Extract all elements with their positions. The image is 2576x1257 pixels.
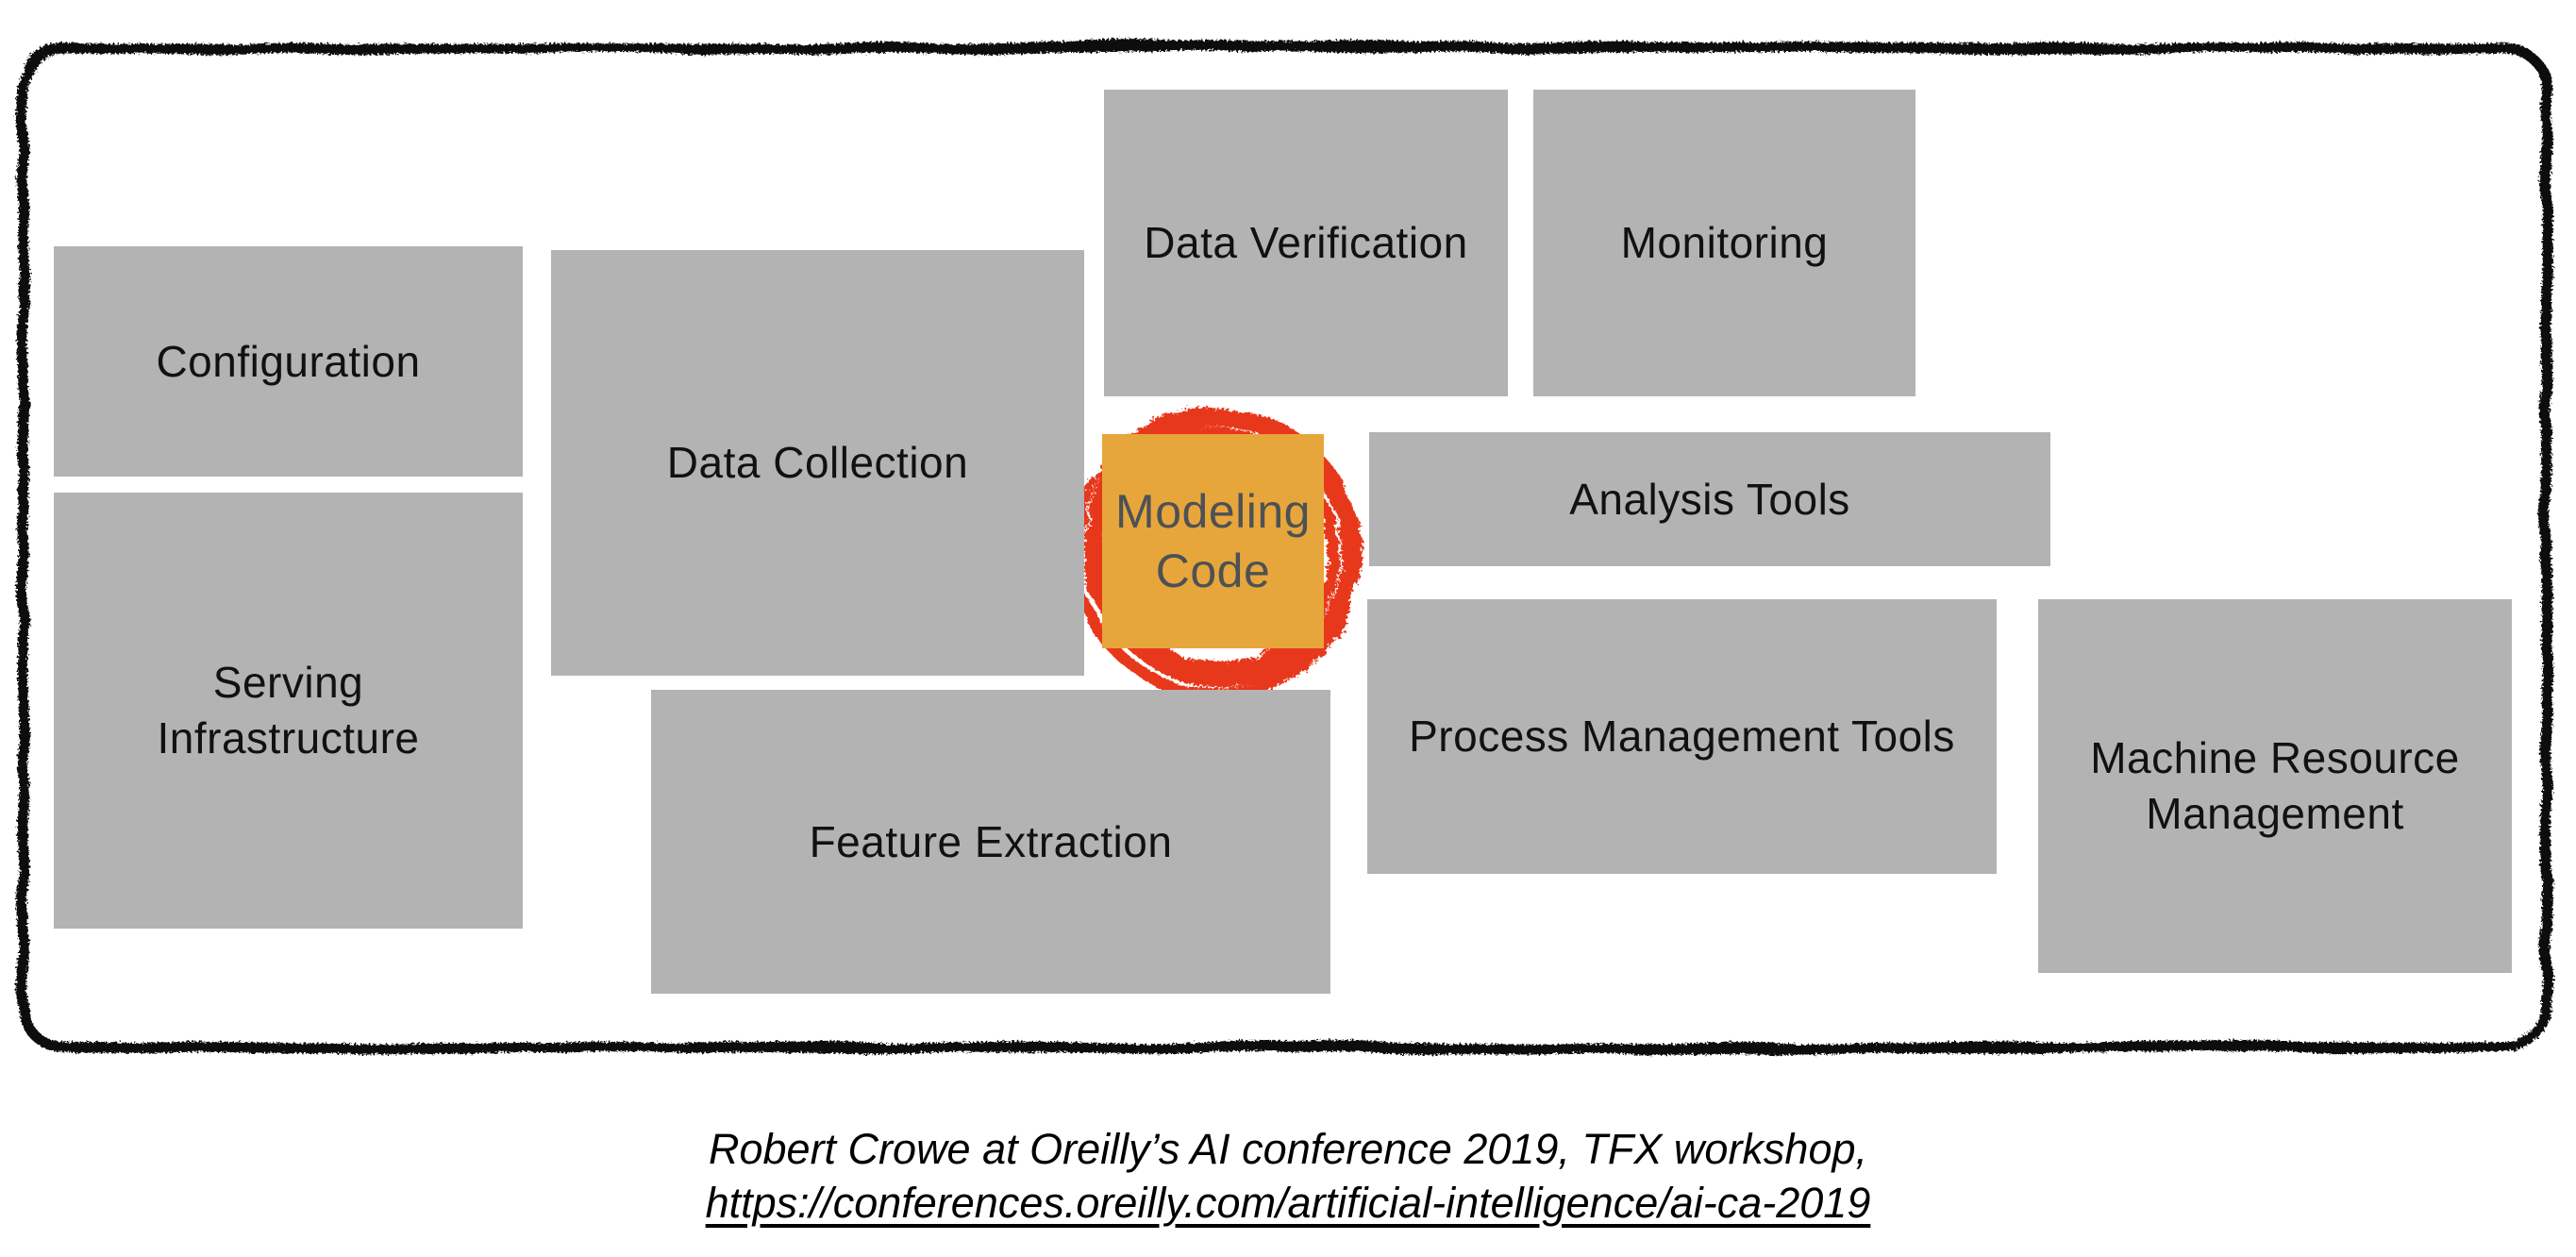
box-configuration: Configuration <box>54 246 523 477</box>
box-configuration-label: Configuration <box>156 336 421 386</box>
box-analysis-tools-label: Analysis Tools <box>1569 474 1850 524</box>
box-monitoring: Monitoring <box>1533 90 1915 396</box>
box-modeling-code: Modeling Code <box>1102 434 1324 648</box>
box-modeling-code-label: Modeling Code <box>1115 485 1311 597</box>
caption: Robert Crowe at Oreilly’s AI conference … <box>0 1123 2576 1230</box>
box-process-management-tools: Process Management Tools <box>1367 599 1997 874</box>
caption-url-link[interactable]: https://conferences.oreilly.com/artifici… <box>705 1178 1871 1227</box>
box-process-management-tools-label: Process Management Tools <box>1409 712 1955 762</box>
box-data-verification-label: Data Verification <box>1144 218 1468 268</box>
caption-attribution: Robert Crowe at Oreilly’s AI conference … <box>708 1125 1868 1173</box>
box-feature-extraction: Feature Extraction <box>651 690 1330 994</box>
box-serving-infrastructure: Serving Infrastructure <box>54 493 523 929</box>
box-feature-extraction-label: Feature Extraction <box>809 816 1173 866</box>
box-monitoring-label: Monitoring <box>1620 218 1829 268</box>
box-analysis-tools: Analysis Tools <box>1369 432 2050 566</box>
box-data-verification: Data Verification <box>1104 90 1508 396</box>
box-data-collection-label: Data Collection <box>666 438 969 488</box>
box-data-collection: Data Collection <box>551 250 1084 676</box>
box-machine-resource-management: Machine Resource Management <box>2038 599 2512 973</box>
box-serving-infrastructure-label: Serving Infrastructure <box>157 658 420 763</box>
box-machine-resource-management-label: Machine Resource Management <box>2090 733 2460 838</box>
